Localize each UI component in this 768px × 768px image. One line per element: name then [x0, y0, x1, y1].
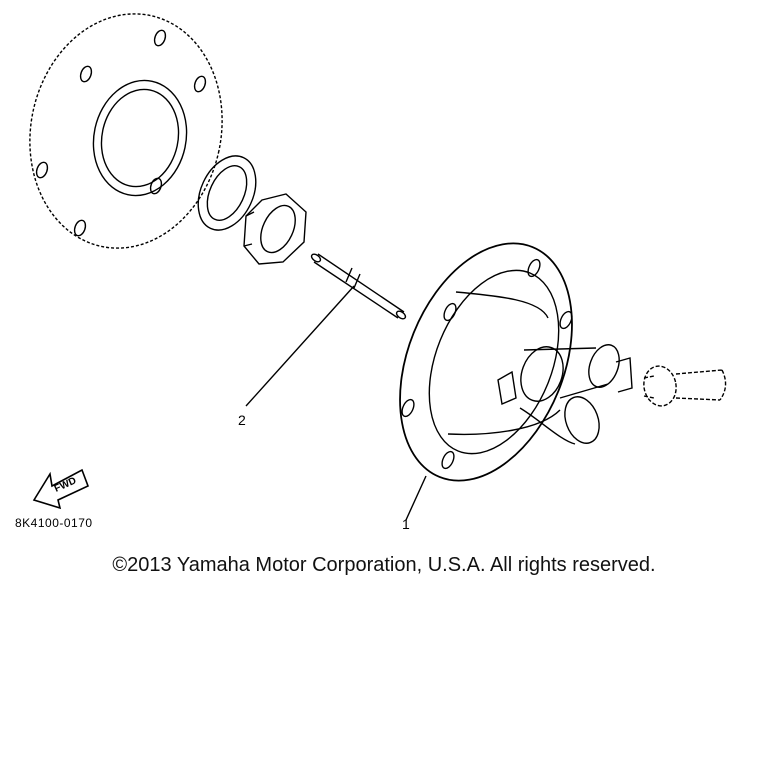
hub-assembly [399, 242, 633, 482]
gasket-plate [29, 13, 223, 249]
washer [197, 155, 257, 231]
fwd-arrow-icon [32, 468, 90, 510]
part-code: 8K4100-0170 [15, 516, 93, 530]
pin [310, 253, 407, 320]
callout-label-1: 1 [402, 516, 410, 532]
copyright-notice: ©2013 Yamaha Motor Corporation, U.S.A. A… [112, 554, 656, 576]
callout-label-2: 2 [238, 412, 246, 428]
nut [243, 193, 307, 265]
leader-line-2 [245, 285, 355, 407]
connecting-rod [643, 365, 727, 407]
leader-line-1 [405, 475, 427, 521]
